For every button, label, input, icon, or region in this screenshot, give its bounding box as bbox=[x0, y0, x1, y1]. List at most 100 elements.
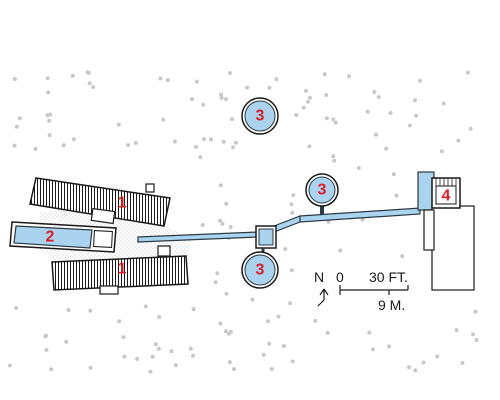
landscape-dot bbox=[49, 367, 54, 372]
landscape-dot bbox=[324, 93, 329, 97]
label-basin-middle: 3 bbox=[318, 182, 327, 199]
landscape-dot bbox=[227, 71, 232, 76]
landscape-dot bbox=[474, 338, 479, 342]
circular-basin-bottom bbox=[241, 225, 279, 289]
landscape-dot bbox=[227, 360, 232, 365]
swimming-pool bbox=[9, 221, 117, 253]
landscape-dot bbox=[384, 146, 389, 151]
landscape-dot bbox=[303, 88, 308, 93]
landscape-dot bbox=[269, 367, 274, 371]
scale-meters: 9 M. bbox=[378, 297, 405, 313]
landscape-dot bbox=[388, 111, 393, 115]
landscape-dot bbox=[156, 346, 161, 351]
landscape-dot bbox=[218, 218, 223, 223]
landscape-dot bbox=[391, 172, 396, 177]
water-channel bbox=[137, 207, 421, 243]
landscape-dot bbox=[224, 201, 229, 206]
landscape-dot bbox=[215, 271, 220, 276]
landscape-dot bbox=[365, 109, 370, 114]
landscape-dot bbox=[116, 122, 121, 127]
landscape-dot bbox=[61, 143, 66, 148]
landscape-dot bbox=[173, 139, 177, 144]
landscape-dot bbox=[209, 137, 213, 142]
label-basin-top: 3 bbox=[256, 108, 265, 125]
building-upper bbox=[29, 177, 171, 227]
building-lower bbox=[51, 245, 189, 295]
landscape-dot bbox=[201, 102, 206, 107]
landscape-dot bbox=[435, 354, 440, 359]
landscape-dot bbox=[289, 202, 294, 207]
scale-bar: 0 30 FT. 9 M. bbox=[336, 269, 409, 313]
circular-basin-top bbox=[241, 97, 279, 135]
landscape-dot bbox=[47, 133, 52, 138]
landscape-dot bbox=[471, 332, 475, 337]
landscape-dot bbox=[331, 154, 336, 159]
landscape-dot bbox=[17, 116, 22, 121]
north-arrow: N bbox=[314, 269, 329, 307]
landscape-dot bbox=[387, 344, 392, 349]
landscape-dot bbox=[158, 76, 163, 81]
landscape-dot bbox=[376, 95, 381, 100]
landscape-dot bbox=[133, 141, 138, 145]
landscape-dot bbox=[394, 193, 399, 198]
landscape-dot bbox=[267, 341, 272, 346]
landscape-dot bbox=[413, 368, 418, 373]
landscape-dot bbox=[308, 95, 312, 100]
landscape-dot bbox=[266, 319, 270, 324]
landscape-dot bbox=[88, 365, 93, 370]
landscape-dot bbox=[473, 309, 478, 314]
landscape-dot bbox=[70, 73, 75, 78]
landscape-dot bbox=[143, 304, 148, 309]
landscape-dot bbox=[66, 308, 71, 312]
landscape-dot bbox=[46, 90, 51, 95]
landscape-dot bbox=[338, 248, 343, 253]
landscape-dot bbox=[331, 117, 336, 122]
landscape-dot bbox=[283, 247, 288, 252]
landscape-dot bbox=[291, 193, 296, 198]
landscape-dot bbox=[439, 149, 444, 154]
landscape-dot bbox=[325, 330, 330, 335]
landscape-dot bbox=[333, 120, 338, 125]
landscape-dot bbox=[71, 137, 76, 142]
landscape-dot bbox=[87, 81, 92, 86]
label-building-upper: 1 bbox=[118, 195, 127, 212]
landscape-dot bbox=[173, 363, 178, 368]
landscape-dot bbox=[301, 105, 306, 110]
circular-basin-middle bbox=[305, 173, 339, 214]
landscape-dot bbox=[421, 360, 426, 365]
landscape-dot bbox=[465, 70, 470, 75]
landscape-dot bbox=[250, 297, 255, 302]
landscape-dot bbox=[161, 117, 166, 122]
landscape-dot bbox=[150, 354, 155, 359]
landscape-dot bbox=[220, 221, 225, 226]
landscape-dot bbox=[374, 132, 378, 137]
landscape-dot bbox=[305, 99, 310, 104]
landscape-dot bbox=[218, 321, 223, 326]
landscape-dot bbox=[407, 365, 412, 370]
landscape-dot bbox=[290, 359, 295, 364]
landscape-dot bbox=[191, 353, 195, 358]
landscape-dot bbox=[417, 78, 422, 83]
landscape-dot bbox=[33, 147, 38, 151]
landscape-dot bbox=[347, 74, 351, 79]
landscape-dot bbox=[274, 77, 279, 82]
landscape-dot bbox=[372, 90, 377, 94]
landscape-dot bbox=[367, 330, 372, 335]
landscape-dot bbox=[289, 268, 294, 273]
landscape-dot bbox=[324, 116, 329, 121]
landscape-dot bbox=[267, 85, 272, 90]
landscape-dot bbox=[202, 137, 206, 141]
landscape-dot bbox=[230, 117, 234, 121]
landscape-dot bbox=[413, 98, 417, 103]
landscape-dot bbox=[454, 328, 459, 333]
landscape-dot bbox=[228, 329, 233, 334]
pavilion-structure bbox=[417, 171, 475, 291]
landscape-dot bbox=[441, 101, 446, 106]
landscape-dot bbox=[148, 369, 153, 374]
label-basin-bottom: 3 bbox=[256, 262, 265, 279]
landscape-dot bbox=[468, 126, 473, 131]
landscape-dot bbox=[332, 158, 337, 163]
landscape-dot bbox=[86, 70, 91, 75]
landscape-dot bbox=[221, 139, 226, 144]
landscape-dot bbox=[12, 143, 17, 148]
